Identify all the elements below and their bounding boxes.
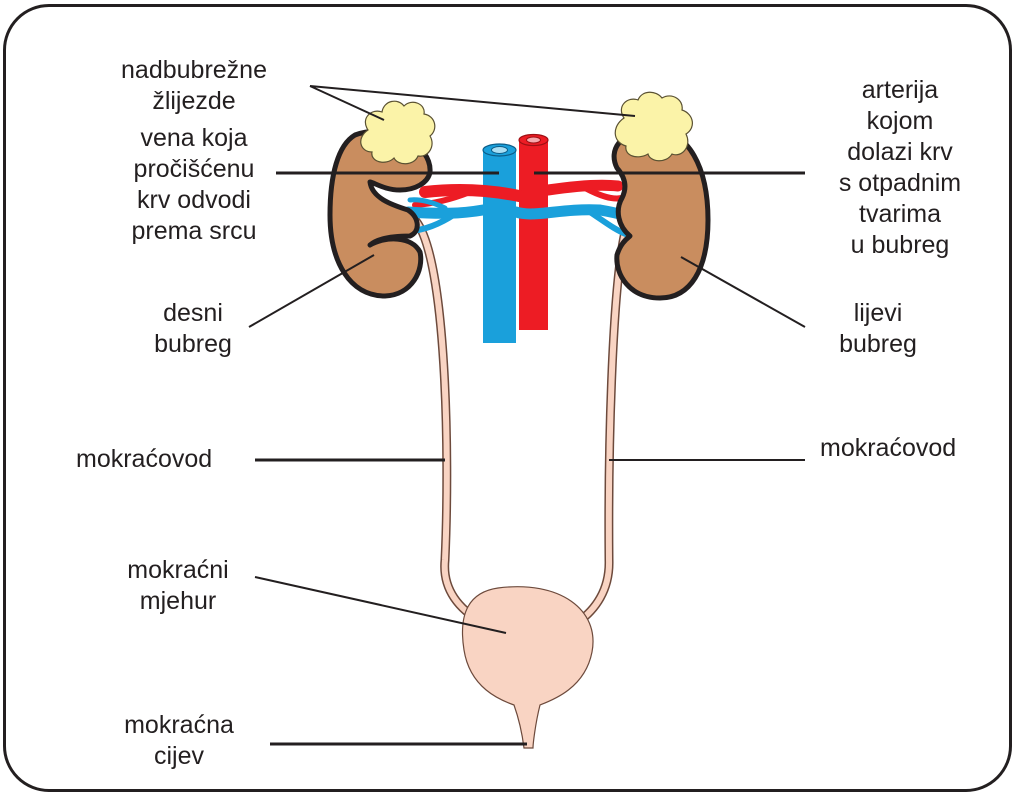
label-vein-line3: krv odvodi: [94, 185, 294, 216]
aorta: [519, 135, 548, 331]
label-adrenal-glands: nadbubrežne žlijezde: [94, 55, 294, 117]
label-bladder-line2: mjehur: [98, 586, 258, 617]
label-ureter-right: mokraćovod: [820, 433, 956, 464]
renal-veins: [408, 200, 628, 235]
right-adrenal-gland: [361, 101, 435, 164]
label-urethra-line2: cijev: [94, 741, 264, 772]
label-left-kidney-line2: bubreg: [818, 329, 938, 360]
label-artery-line1: arterija: [800, 75, 1000, 106]
left-adrenal-gland: [615, 92, 692, 161]
bladder: [462, 587, 593, 748]
label-bladder: mokraćni mjehur: [98, 555, 258, 617]
label-urethra-line1: mokraćna: [94, 710, 264, 741]
leader-left-kidney: [681, 257, 805, 327]
label-left-kidney-line1: lijevi: [818, 298, 938, 329]
label-left-kidney: lijevi bubreg: [818, 298, 938, 360]
label-right-kidney: desni bubreg: [133, 298, 253, 360]
label-urethra: mokraćna cijev: [94, 710, 264, 772]
label-right-kidney-line1: desni: [133, 298, 253, 329]
label-artery-line2: kojom: [800, 106, 1000, 137]
label-adrenal-line1: nadbubrežne: [94, 55, 294, 86]
label-artery: arterija kojom dolazi krv s otpadnim tva…: [800, 75, 1000, 261]
label-vein: vena koja pročišćenu krv odvodi prema sr…: [94, 123, 294, 247]
leader-right-kidney: [249, 255, 374, 327]
label-adrenal-line2: žlijezde: [94, 86, 294, 117]
label-artery-line5: tvarima: [800, 199, 1000, 230]
label-bladder-line1: mokraćni: [98, 555, 258, 586]
label-vein-line4: prema srcu: [94, 216, 294, 247]
label-artery-line6: u bubreg: [800, 230, 1000, 261]
leader-adrenal-left: [310, 86, 635, 116]
label-ureter-left: mokraćovod: [76, 444, 212, 475]
label-vein-line1: vena koja: [94, 123, 294, 154]
label-artery-line3: dolazi krv: [800, 137, 1000, 168]
label-artery-line4: s otpadnim: [800, 168, 1000, 199]
renal-arteries: [415, 185, 622, 205]
label-right-kidney-line2: bubreg: [133, 329, 253, 360]
label-vein-line2: pročišćenu: [94, 154, 294, 185]
